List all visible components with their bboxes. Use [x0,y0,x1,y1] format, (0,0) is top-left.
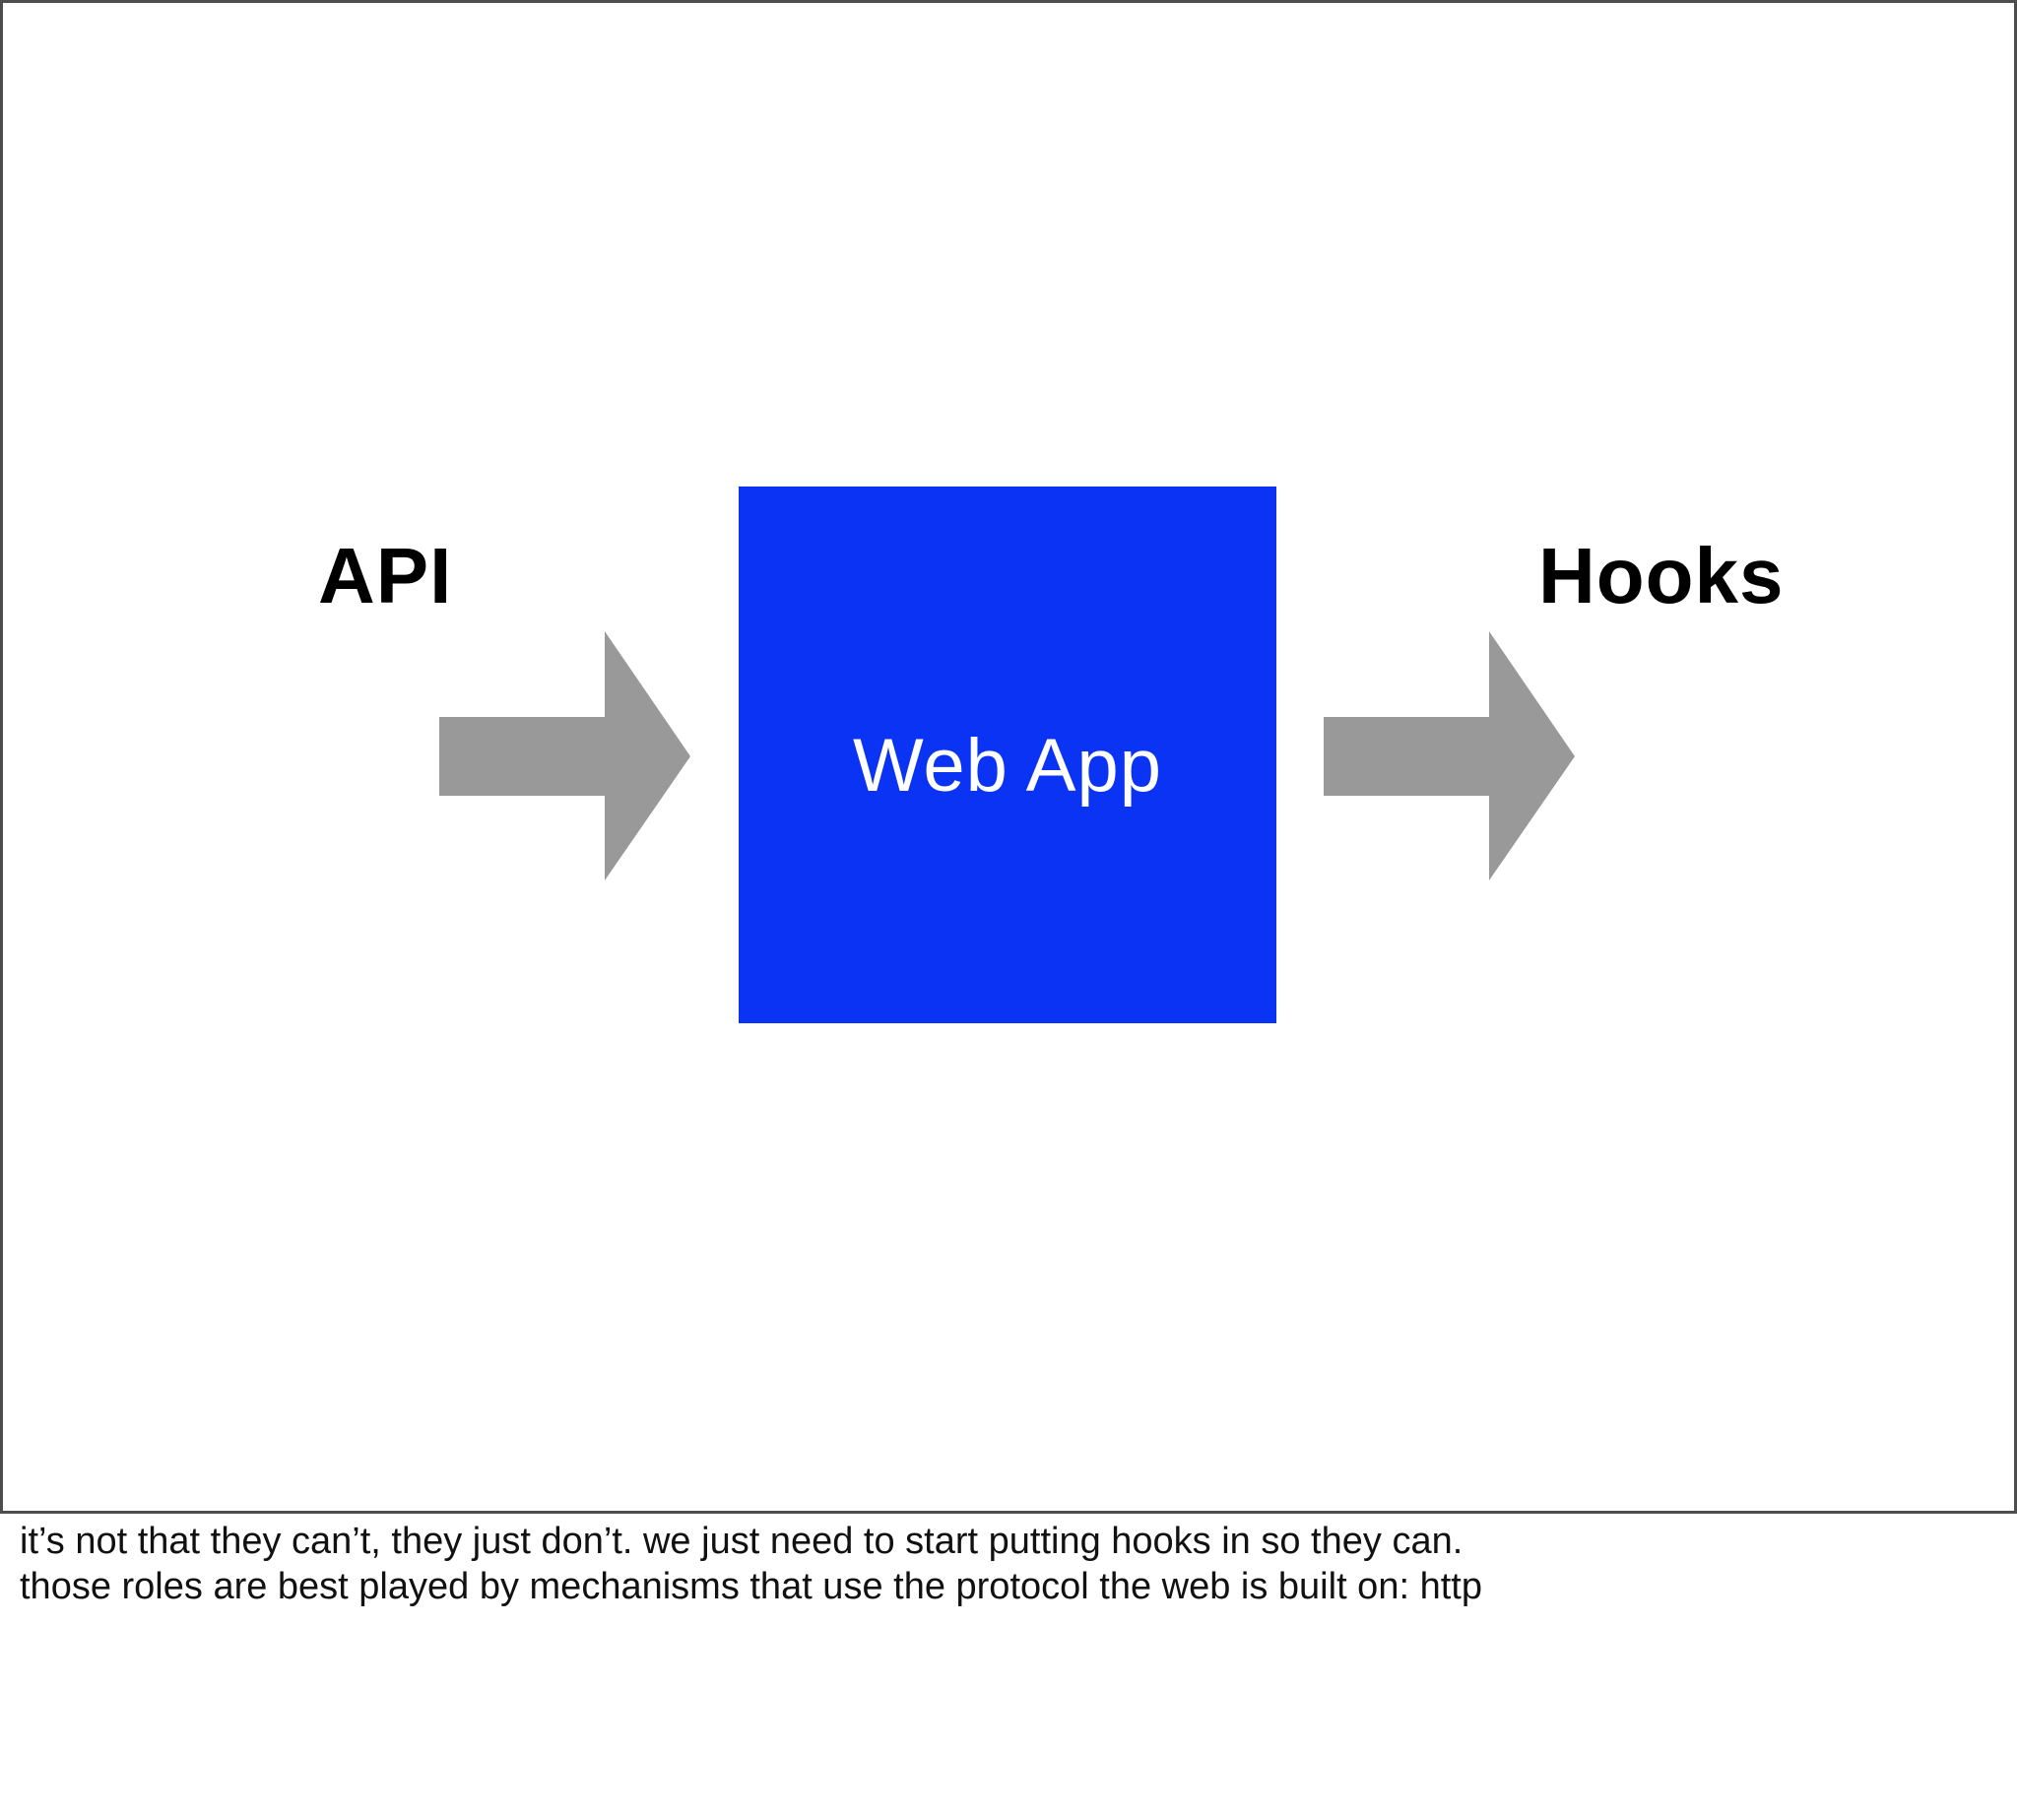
right-arrow-icon [1324,631,1575,880]
notes-line: it’s not that they can’t, they just don’… [20,1521,1464,1562]
web-app-box: Web App [739,487,1276,1023]
hooks-label: Hooks [1538,532,1785,619]
web-app-label: Web App [852,723,1163,808]
slide-canvas: API Hooks Web App [0,0,2017,1514]
api-label: API [318,532,453,619]
slide-content: API Hooks Web App [318,487,1785,1023]
notes-line: those roles are best played by mechanism… [20,1566,1482,1607]
presenter-notes: it’s not that they can’t, they just don’… [0,1514,2017,1820]
right-arrow-icon [439,631,690,880]
